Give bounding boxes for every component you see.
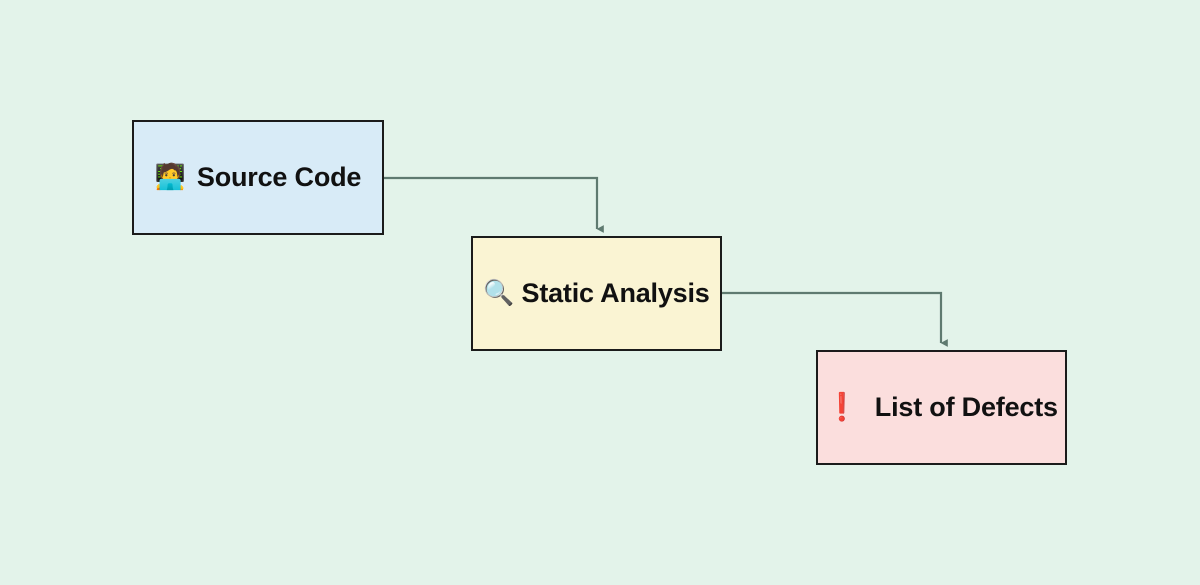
node-source-code-content: 🧑‍💻 Source Code [154,162,362,192]
node-static-analysis-content: 🔍 Static Analysis [483,280,709,307]
node-list-of-defects-content: ❗ List of Defects [825,394,1058,421]
node-static-analysis-label: Static Analysis [521,278,710,308]
node-list-of-defects-label: List of Defects [874,392,1058,422]
exclamation-mark-icon: ❗ [825,392,859,422]
node-list-of-defects[interactable]: ❗ List of Defects [816,350,1067,465]
node-static-analysis[interactable]: 🔍 Static Analysis [471,236,722,351]
node-source-code[interactable]: 🧑‍💻 Source Code [132,120,384,235]
person-at-computer-icon: 🧑‍💻 [154,163,186,191]
edge-source-to-analysis [384,176,604,233]
node-source-code-label: Source Code [196,162,362,192]
edge-analysis-to-defects [722,291,948,347]
magnifying-glass-icon: 🔍 [483,279,515,307]
